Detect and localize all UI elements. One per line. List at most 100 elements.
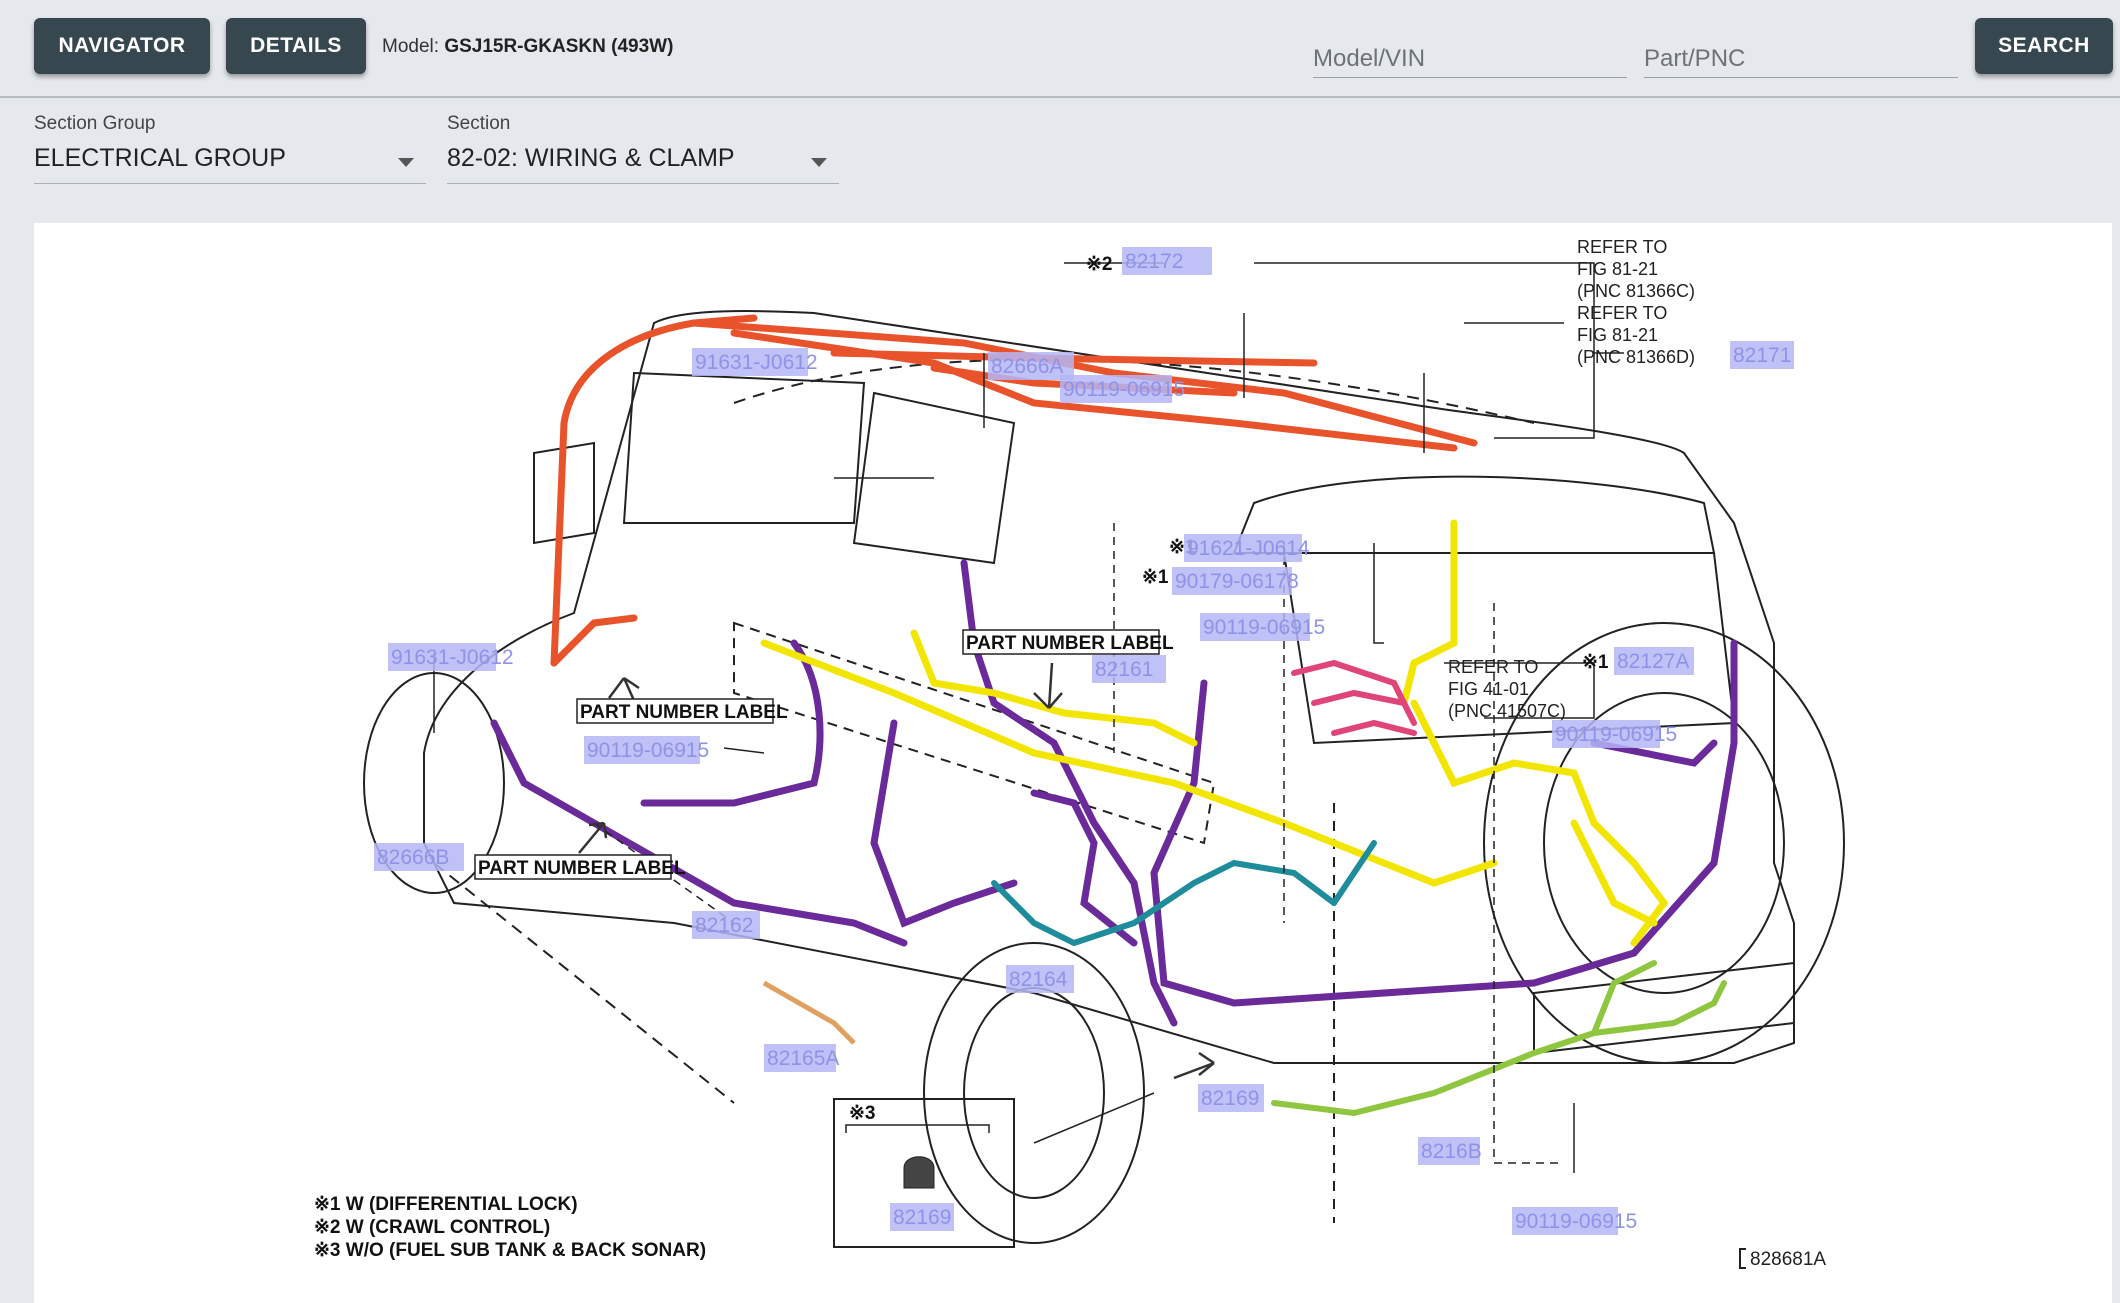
yellow-harness — [760, 519, 1669, 947]
pnc-callout[interactable]: 90119-06915 — [1552, 720, 1677, 748]
section-group-select[interactable]: ELECTRICAL GROUP — [34, 138, 426, 184]
green-harness — [1271, 960, 1727, 1117]
pnc-highlight[interactable] — [584, 736, 700, 764]
pnc-number: 90119-06915 — [1203, 616, 1325, 639]
pnc-highlight[interactable] — [1730, 341, 1794, 369]
top-bar: NAVIGATOR DETAILS Model: GSJ15R-GKASKN (… — [0, 0, 2120, 98]
pnc-highlight[interactable] — [988, 352, 1074, 380]
pnc-highlight[interactable] — [1552, 720, 1660, 748]
pnc-callout[interactable]: 82162 — [692, 911, 760, 939]
pink-harness — [1291, 659, 1417, 736]
pnc-highlight[interactable] — [374, 843, 464, 871]
model-info: Model: GSJ15R-GKASKN (493W) — [382, 36, 673, 58]
pnc-callout[interactable]: 91621-J0614 — [1184, 534, 1310, 562]
pnc-highlight[interactable] — [1092, 655, 1166, 683]
pnc-number: 90119-06915 — [1555, 723, 1677, 746]
part-pnc-input[interactable] — [1644, 45, 1958, 73]
grommet-icon — [903, 1156, 935, 1189]
pnc-callout[interactable]: 82164 — [1006, 965, 1074, 993]
part-number-label-1: PART NUMBER LABEL — [580, 702, 788, 723]
inset-bracket — [845, 1124, 990, 1133]
pnc-highlight[interactable] — [1060, 375, 1172, 403]
pnc-callout[interactable]: 8216B — [1418, 1137, 1482, 1165]
pnc-callout[interactable]: 82165A — [764, 1044, 839, 1072]
pnc-number: 82164 — [1009, 968, 1068, 991]
pnc-number: 90119-06915 — [587, 739, 709, 762]
part-number-label-2: PART NUMBER LABEL — [966, 633, 1174, 654]
pnc-callout[interactable]: 82666B — [374, 843, 464, 871]
pnc-highlight[interactable] — [388, 643, 496, 671]
pnc-highlight[interactable] — [1418, 1137, 1480, 1165]
section-select[interactable]: 82-02: WIRING & CLAMP — [447, 138, 839, 184]
footnote-3: ※3 W/O (FUEL SUB TANK & BACK SONAR) — [314, 1240, 706, 1261]
pnc-highlight[interactable] — [692, 348, 808, 376]
pnc-callout[interactable]: 82666A — [988, 352, 1074, 380]
model-prefix: Model: — [382, 36, 440, 57]
pnc-callout[interactable]: 90119-06915 — [1060, 375, 1185, 403]
pnc-callout[interactable]: 90179-06178 — [1172, 567, 1299, 595]
chevron-down-icon — [398, 158, 414, 167]
pnc-callout[interactable]: 90119-06915 — [1512, 1207, 1637, 1235]
part-pnc-field[interactable] — [1644, 40, 1958, 78]
pnc-number: 90119-06915 — [1515, 1210, 1637, 1233]
pnc-callout[interactable]: 90119-06915 — [584, 736, 709, 764]
pnc-highlight[interactable] — [1614, 647, 1694, 675]
pnc-highlight[interactable] — [1512, 1207, 1618, 1235]
pnc-highlight[interactable] — [890, 1203, 954, 1231]
refer-2-line-2: FIG 81-21 — [1577, 325, 1658, 345]
search-button[interactable]: SEARCH — [1975, 18, 2113, 74]
navigator-button[interactable]: NAVIGATOR — [34, 18, 210, 74]
pnc-callout[interactable]: 91631-J0612 — [692, 348, 818, 376]
pnc-highlight[interactable] — [1122, 247, 1212, 275]
teal-harness — [991, 840, 1377, 947]
pnc-highlight[interactable] — [1006, 965, 1074, 993]
model-vin-field[interactable] — [1313, 40, 1627, 78]
mark-3: ※3 — [849, 1103, 876, 1124]
model-value: GSJ15R-GKASKN (493W) — [444, 36, 674, 57]
footnote-2: ※2 W (CRAWL CONTROL) — [314, 1217, 550, 1238]
model-vin-input[interactable] — [1313, 45, 1627, 73]
pnc-number: 82165A — [767, 1047, 839, 1070]
pnc-number: 82161 — [1095, 658, 1153, 681]
pnc-number: 8216B — [1421, 1140, 1482, 1163]
footnote-1: ※1 W (DIFFERENTIAL LOCK) — [314, 1194, 578, 1215]
part-number-label-3: PART NUMBER LABEL — [478, 858, 686, 879]
figure-id: 828681A — [1750, 1249, 1826, 1270]
inset-box — [833, 1098, 1015, 1248]
section-group-value: ELECTRICAL GROUP — [34, 144, 286, 172]
pnc-number: 91621-J0614 — [1187, 537, 1310, 560]
pnc-callout[interactable]: 82172 — [1122, 247, 1212, 275]
pnc-number: 82162 — [695, 914, 753, 937]
pnc-number: 82169 — [1201, 1087, 1259, 1110]
refer-1-line-3: (PNC 81366C) — [1577, 281, 1695, 301]
pnc-number: 82169 — [893, 1206, 951, 1229]
pnc-callout[interactable]: 82127A — [1614, 647, 1694, 675]
refer-3-line-3: (PNC 41507C) — [1448, 701, 1566, 721]
figure-id-bracket — [1739, 1248, 1746, 1269]
pnc-highlight[interactable] — [1184, 534, 1302, 562]
pnc-callout[interactable]: 90119-06915 — [1200, 613, 1325, 641]
leader-lines — [433, 262, 1624, 1173]
chevron-down-icon — [811, 158, 827, 167]
pnc-callout[interactable]: 82169 — [1198, 1084, 1264, 1112]
footnotes: ※1 W (DIFFERENTIAL LOCK) ※2 W (CRAWL CON… — [314, 1194, 706, 1261]
pnc-number: 82171 — [1733, 344, 1791, 367]
details-button[interactable]: DETAILS — [226, 18, 366, 74]
mark-2: ※2 — [1086, 254, 1113, 275]
pnc-highlight[interactable] — [1200, 613, 1310, 641]
pnc-callout[interactable]: 91631-J0612 — [388, 643, 514, 671]
pnc-highlight[interactable] — [692, 911, 760, 939]
pnc-highlight[interactable] — [1198, 1084, 1264, 1112]
part-number-labels: PART NUMBER LABEL PART NUMBER LABEL PART… — [474, 629, 1174, 880]
mark-1c: ※1 — [1582, 652, 1609, 673]
pnc-highlight[interactable] — [764, 1044, 836, 1072]
diagram-canvas: REFER TO FIG 81-21 (PNC 81366C) REFER TO… — [314, 237, 1845, 1270]
pnc-number: 90179-06178 — [1175, 570, 1299, 593]
pnc-number: 91631-J0612 — [391, 646, 514, 669]
pnc-callout[interactable]: 82169 — [890, 1203, 954, 1231]
pnc-highlight[interactable] — [1172, 567, 1292, 595]
section-label: Section — [447, 113, 511, 134]
pnc-callout[interactable]: 82161 — [1092, 655, 1166, 683]
pnc-number: 82666B — [377, 846, 449, 869]
pnc-callout[interactable]: 82171 — [1730, 341, 1794, 369]
